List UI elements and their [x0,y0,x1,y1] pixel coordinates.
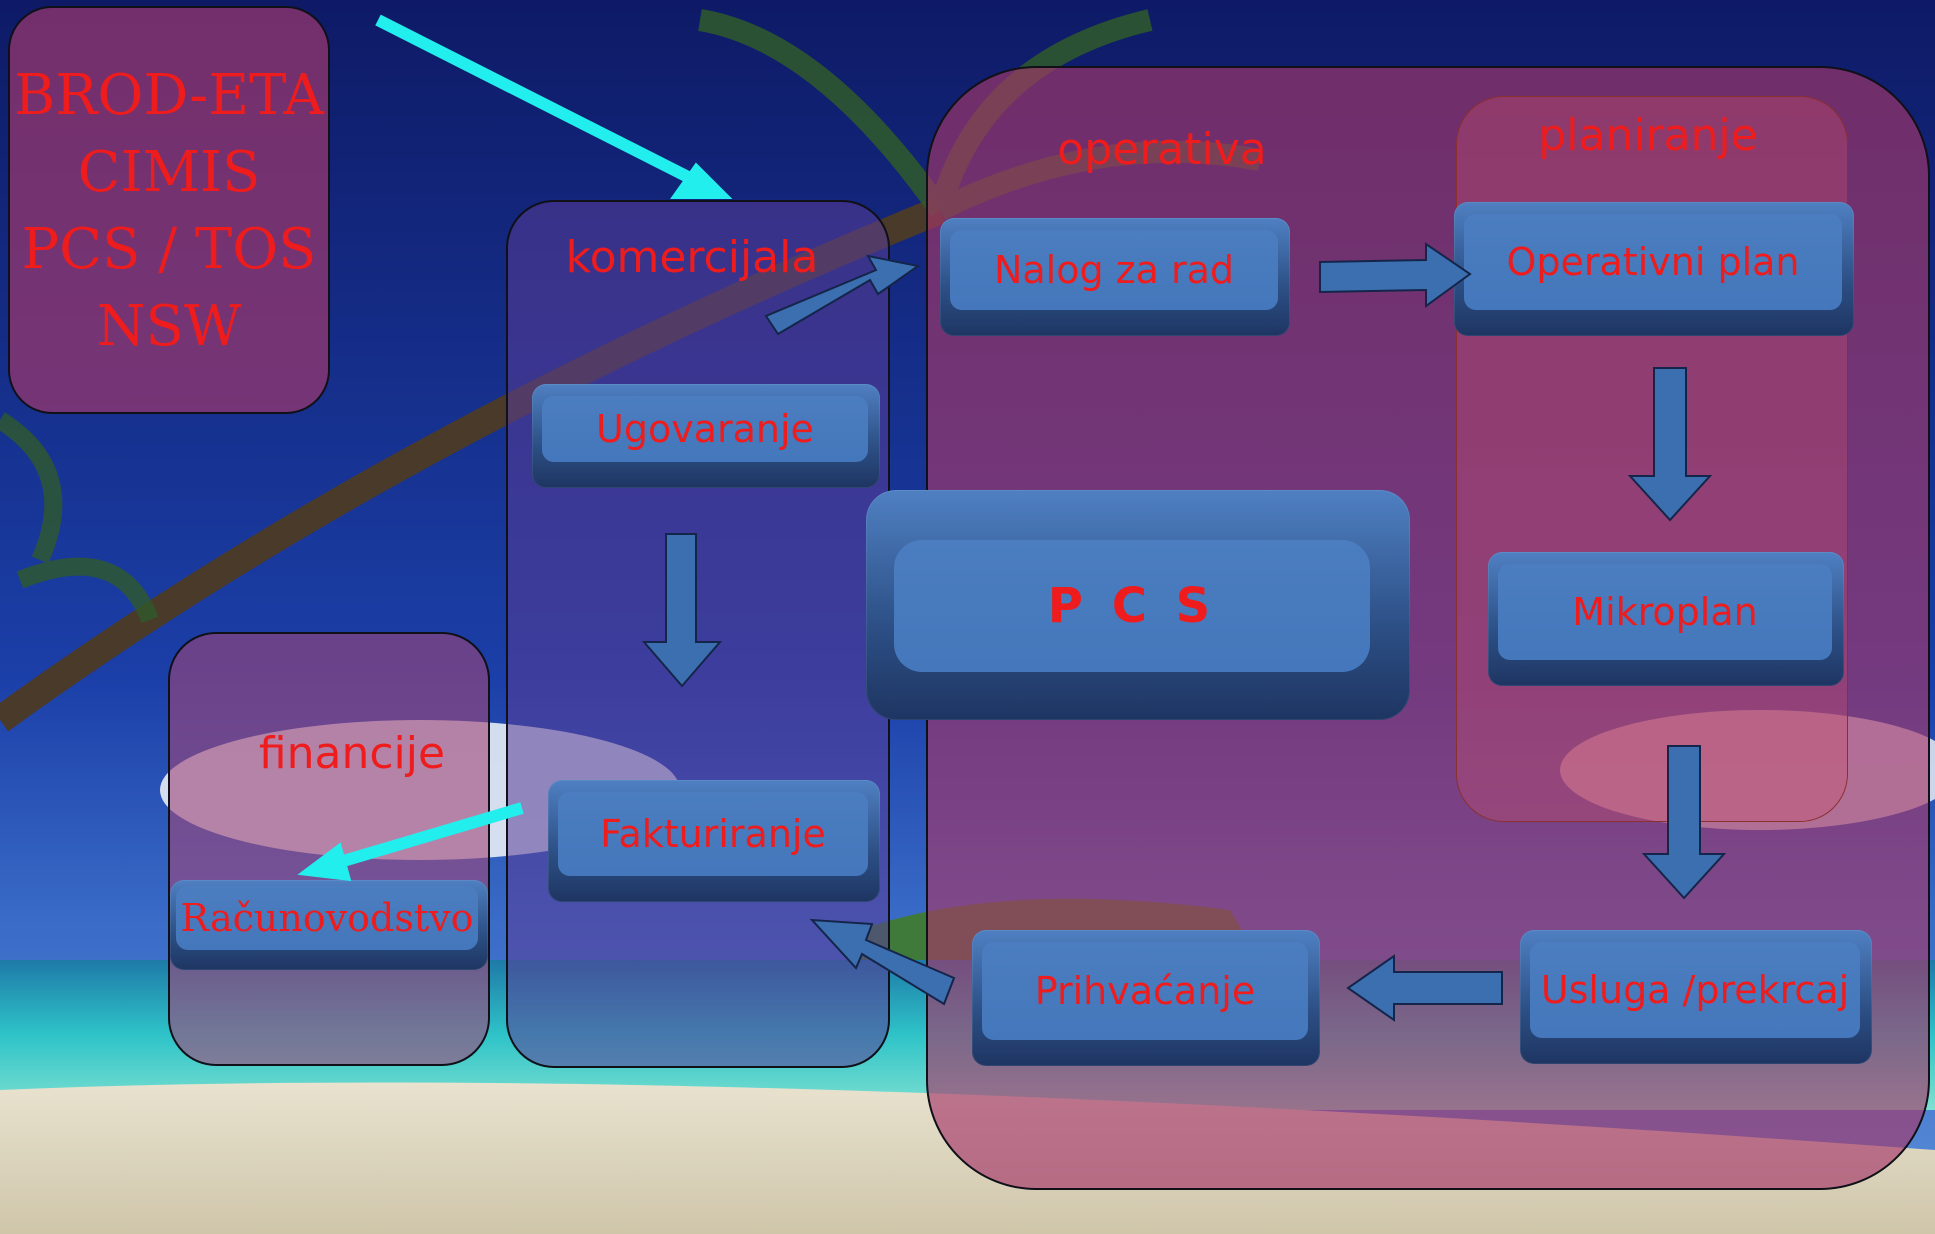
node-usluga-prekrcaj-label: Usluga /prekrcaj [1540,968,1850,1012]
node-pcs-label: P C S [1047,578,1217,634]
node-operativni-plan-label: Operativni plan [1506,240,1800,284]
node-prihvacanje-label: Prihvaćanje [1034,969,1256,1013]
node-racunovodstvo: Računovodstvo [170,880,488,970]
node-nalog-za-rad: Nalog za rad [940,218,1290,336]
node-fakturiranje-label: Fakturiranje [600,812,826,856]
arrow-operativni-plan-to-mikroplan [1627,367,1713,522]
node-mikroplan: Mikroplan [1488,552,1844,686]
node-prihvacanje: Prihvaćanje [972,930,1320,1066]
arrow-prihvacanje-to-fakturiranje [809,918,956,1006]
node-racunovodstvo-label: Računovodstvo [180,896,474,940]
legacy-system-cimis: CIMIS [77,140,261,205]
legacy-systems-box: BROD-ETA CIMIS PCS / TOS NSW [8,6,330,414]
legacy-system-brod-eta: BROD-ETA [14,63,324,128]
arrow-mikroplan-to-usluga [1641,745,1727,900]
highlight-arrow-fakturiranje-to-racunovodstvo [338,802,524,868]
node-ugovaranje-label: Ugovaranje [596,407,814,451]
node-ugovaranje: Ugovaranje [532,384,880,488]
zone-title-komercijala: komercijala [565,232,819,283]
node-usluga-prekrcaj: Usluga /prekrcaj [1520,930,1872,1064]
legacy-system-pcs-tos: PCS / TOS [21,217,317,282]
legacy-system-nsw: NSW [96,294,242,359]
zone-title-operativa: operativa [1057,124,1267,175]
node-pcs: P C S [866,490,1410,720]
arrow-ugovaranje-to-fakturiranje [641,533,723,688]
arrow-nalog-to-operativni-plan [1319,242,1472,308]
highlight-arrow-systems-to-komercijala [375,14,693,184]
node-mikroplan-label: Mikroplan [1572,590,1758,634]
zone-financije [168,632,490,1066]
node-fakturiranje: Fakturiranje [548,780,880,902]
node-nalog-za-rad-label: Nalog za rad [993,248,1235,292]
arrow-usluga-to-prihvacanje [1346,954,1503,1022]
zone-title-financije: financije [258,728,446,779]
arrow-ugovaranje-to-nalog [764,254,921,336]
node-operativni-plan: Operativni plan [1454,202,1854,336]
zone-title-planiranje: planiranje [1538,110,1758,161]
